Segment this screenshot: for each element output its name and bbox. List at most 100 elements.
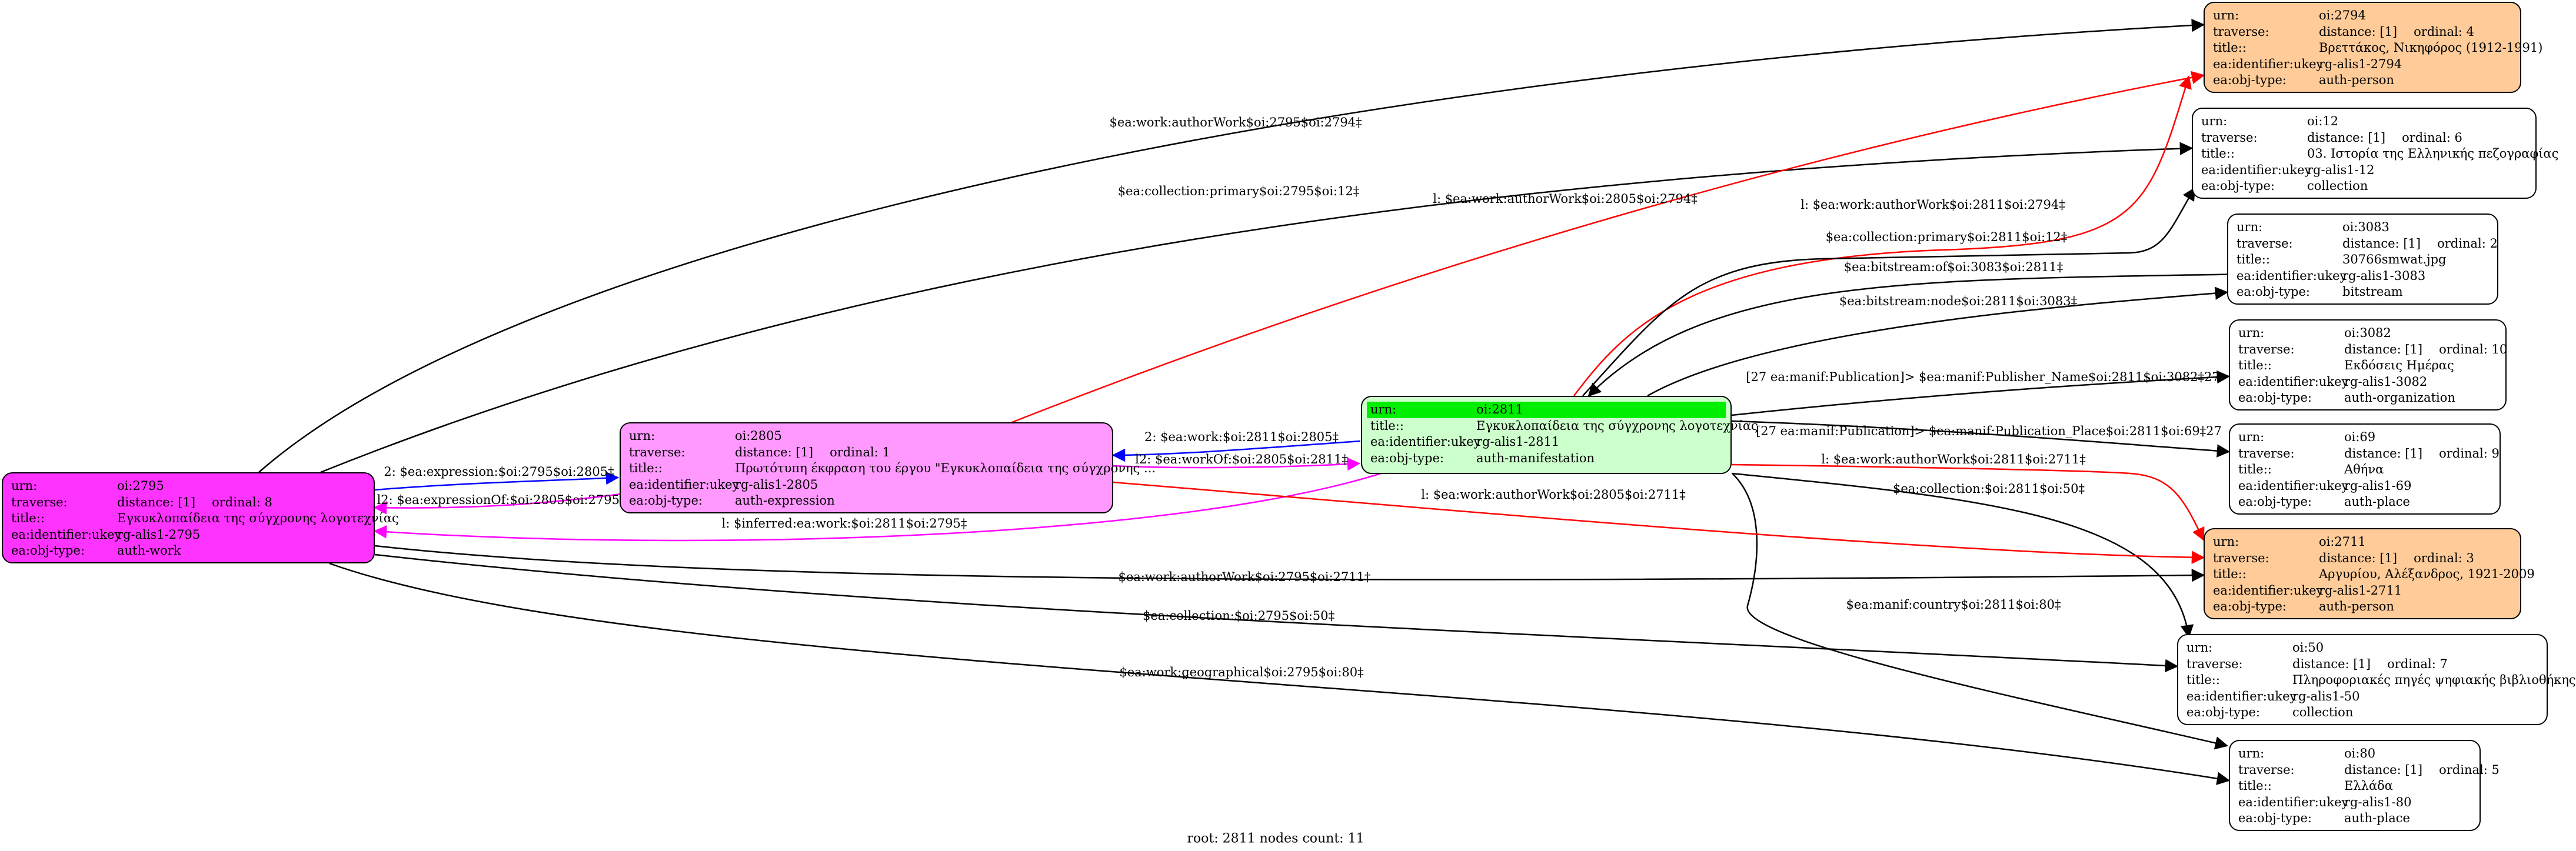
field-label-urn: urn: — [629, 429, 655, 443]
field-label-title: title:: — [629, 461, 663, 475]
ordinal-value: ordinal: 7 — [2387, 656, 2448, 671]
field-label-urn: urn: — [2238, 326, 2265, 340]
ordinal-value: ordinal: 2 — [2437, 236, 2498, 251]
ukey-value: rg-alis1-2794 — [2319, 56, 2402, 71]
objtype-value: auth-place — [2344, 811, 2410, 825]
objtype-value: bitstream — [2342, 285, 2403, 299]
ordinal-value: ordinal: 6 — [2402, 130, 2462, 145]
objtype-value: auth-expression — [735, 493, 835, 508]
urn-value: oi:3082 — [2344, 326, 2391, 340]
traverse-value: distance: [1] — [2319, 24, 2398, 39]
edge-label: $ea:bitstream:of$oi:3083$oi:2811‡ — [1843, 260, 2064, 274]
edge-collection-primary-2811-12 — [1582, 187, 2196, 396]
objtype-value: collection — [2292, 705, 2354, 719]
field-label-ukey: ea:identifier:ukey — [11, 527, 122, 542]
field-label-traverse: traverse: — [2213, 24, 2269, 39]
node-oi-50[interactable]: urn:oi:50 traverse:distance: [1]ordinal:… — [2177, 634, 2576, 725]
objtype-value: auth-person — [2319, 599, 2394, 613]
title-value: Πληροφοριακές πηγές ψηφιακής βιβλιοθήκης — [2292, 673, 2576, 687]
objtype-value: auth-person — [2319, 73, 2394, 87]
field-label-objtype: ea:obj-type: — [629, 493, 703, 508]
field-label-ukey: ea:identifier:ukey — [2213, 583, 2324, 598]
traverse-value: distance: [1] — [735, 445, 814, 459]
node-oi-3082[interactable]: urn:oi:3082 traverse:distance: [1]ordina… — [2229, 319, 2507, 411]
objtype-value: auth-manifestation — [1476, 450, 1595, 465]
edge-geographical-2795-80 — [329, 562, 2231, 785]
ordinal-value: ordinal: 1 — [830, 445, 890, 459]
field-label-objtype: ea:obj-type: — [2238, 811, 2312, 825]
field-label-urn: urn: — [11, 479, 38, 493]
urn-value: oi:12 — [2307, 114, 2339, 128]
edge-bitstream-of-3083-2811 — [1587, 273, 2247, 397]
field-label-traverse: traverse: — [2213, 550, 2269, 565]
edge-work-2811-2805 — [1111, 440, 1361, 462]
node-oi-3083[interactable]: urn:oi:3083 traverse:distance: [1]ordina… — [2227, 213, 2498, 305]
edge-label: $ea:collection:$oi:2795$oi:50‡ — [1142, 609, 1335, 623]
edge-label: $ea:work:geographical$oi:2795$oi:80‡ — [1119, 665, 1364, 679]
edge-label: 2: $ea:expression:$oi:2795$oi:2805‡ — [384, 465, 614, 479]
objtype-value: auth-work — [117, 543, 181, 558]
field-label-title: title:: — [2236, 252, 2270, 266]
edge-label: l: $ea:work:authorWork$oi:2811$oi:2711‡ — [1821, 452, 2086, 466]
field-label-traverse: traverse: — [2238, 342, 2295, 356]
field-label-title: title:: — [2238, 358, 2272, 372]
node-oi-12[interactable]: urn:oi:12 traverse:distance: [1]ordinal:… — [2192, 108, 2558, 199]
field-label-objtype: ea:obj-type: — [2201, 179, 2275, 193]
traverse-value: distance: [1] — [2344, 342, 2423, 356]
field-label-urn: urn: — [2201, 114, 2228, 128]
node-oi-2805[interactable]: urn:oi:2805 traverse:distance: [1]ordina… — [620, 422, 1156, 513]
edge-label: $ea:manif:country$oi:2811$oi:80‡ — [1846, 598, 2061, 612]
root-header-highlight: urn: oi:2811 — [1367, 402, 1726, 418]
ukey-value: rg-alis1-3082 — [2344, 374, 2428, 389]
edge-collection-primary-2795-12 — [320, 142, 2194, 473]
field-label-urn: urn: — [1370, 402, 1397, 416]
field-label-traverse: traverse: — [11, 495, 68, 509]
field-label-title: title:: — [2186, 673, 2220, 687]
edge-author-work-2795-2794 — [258, 18, 2205, 473]
node-oi-80[interactable]: urn:oi:80 traverse:distance: [1]ordinal:… — [2229, 740, 2500, 831]
objtype-value: collection — [2307, 179, 2368, 193]
node-oi-2811-root[interactable]: urn:oi:2811 title::Εγκυκλοπαίδεια της σύ… — [1361, 396, 1758, 474]
node-oi-2794[interactable]: urn:oi:2794 traverse:distance: [1]ordina… — [2204, 2, 2542, 93]
objtype-value: auth-place — [2344, 495, 2410, 509]
field-label-ukey: ea:identifier:ukey — [2213, 56, 2324, 71]
edge-label: l: $ea:work:authorWork$oi:2805$oi:2711‡ — [1421, 488, 1686, 502]
field-label-objtype: ea:obj-type: — [1370, 450, 1444, 465]
node-oi-2711[interactable]: urn:oi:2711 traverse:distance: [1]ordina… — [2204, 528, 2535, 619]
field-label-urn: urn: — [2213, 8, 2239, 22]
ordinal-value: ordinal: 3 — [2414, 550, 2474, 565]
edge-work-of-2805-2811 — [1113, 457, 1361, 471]
urn-value: oi:2711 — [2319, 535, 2366, 549]
edge-label: 2: $ea:work:$oi:2811$oi:2805‡ — [1144, 430, 1339, 444]
title-value: Εκδόσεις Ημέρας — [2344, 358, 2454, 372]
field-label-urn: urn: — [2238, 746, 2265, 760]
field-label-title: title:: — [2213, 41, 2246, 55]
edge-label: $ea:work:authorWork$oi:2795$oi:2794‡ — [1109, 115, 1362, 129]
traverse-value: distance: [1] — [2319, 550, 2398, 565]
field-label-traverse: traverse: — [629, 445, 685, 459]
urn-value: oi:2811 — [1476, 402, 1523, 416]
edge-expression-of-2805-2795 — [373, 493, 621, 515]
field-label-title: title:: — [2213, 567, 2246, 581]
edge-label: $ea:collection:$oi:2811$oi:50‡ — [1892, 482, 2085, 496]
urn-value: oi:80 — [2344, 746, 2376, 760]
field-label-title: title:: — [2238, 779, 2272, 793]
field-label-traverse: traverse: — [2201, 130, 2258, 145]
traverse-value: distance: [1] — [117, 495, 196, 509]
urn-value: oi:3083 — [2342, 220, 2389, 234]
field-label-objtype: ea:obj-type: — [11, 543, 85, 558]
edge-collection-2795-50 — [374, 553, 2179, 673]
field-label-ukey: ea:identifier:ukey — [2238, 795, 2349, 809]
field-label-objtype: ea:obj-type: — [2213, 599, 2287, 613]
field-label-ukey: ea:identifier:ukey — [2236, 268, 2347, 283]
node-oi-2795[interactable]: urn:oi:2795 traverse:distance: [1]ordina… — [2, 472, 399, 563]
title-value: Εγκυκλοπαίδεια της σύγχρονης λογοτεχνίας — [1476, 418, 1758, 433]
node-oi-69[interactable]: urn:oi:69 traverse:distance: [1]ordinal:… — [2229, 423, 2501, 515]
field-label-objtype: ea:obj-type: — [2186, 705, 2260, 719]
edge-author-work-2811-2794 — [1573, 75, 2192, 396]
urn-value: oi:69 — [2344, 430, 2376, 444]
edge-label: [27 ea:manif:Publication]> $ea:manif:Pub… — [1746, 370, 2220, 384]
urn-value: oi:50 — [2292, 640, 2324, 655]
edge-author-work-2811-2711 — [1731, 463, 2205, 542]
field-label-title: title:: — [11, 511, 45, 525]
